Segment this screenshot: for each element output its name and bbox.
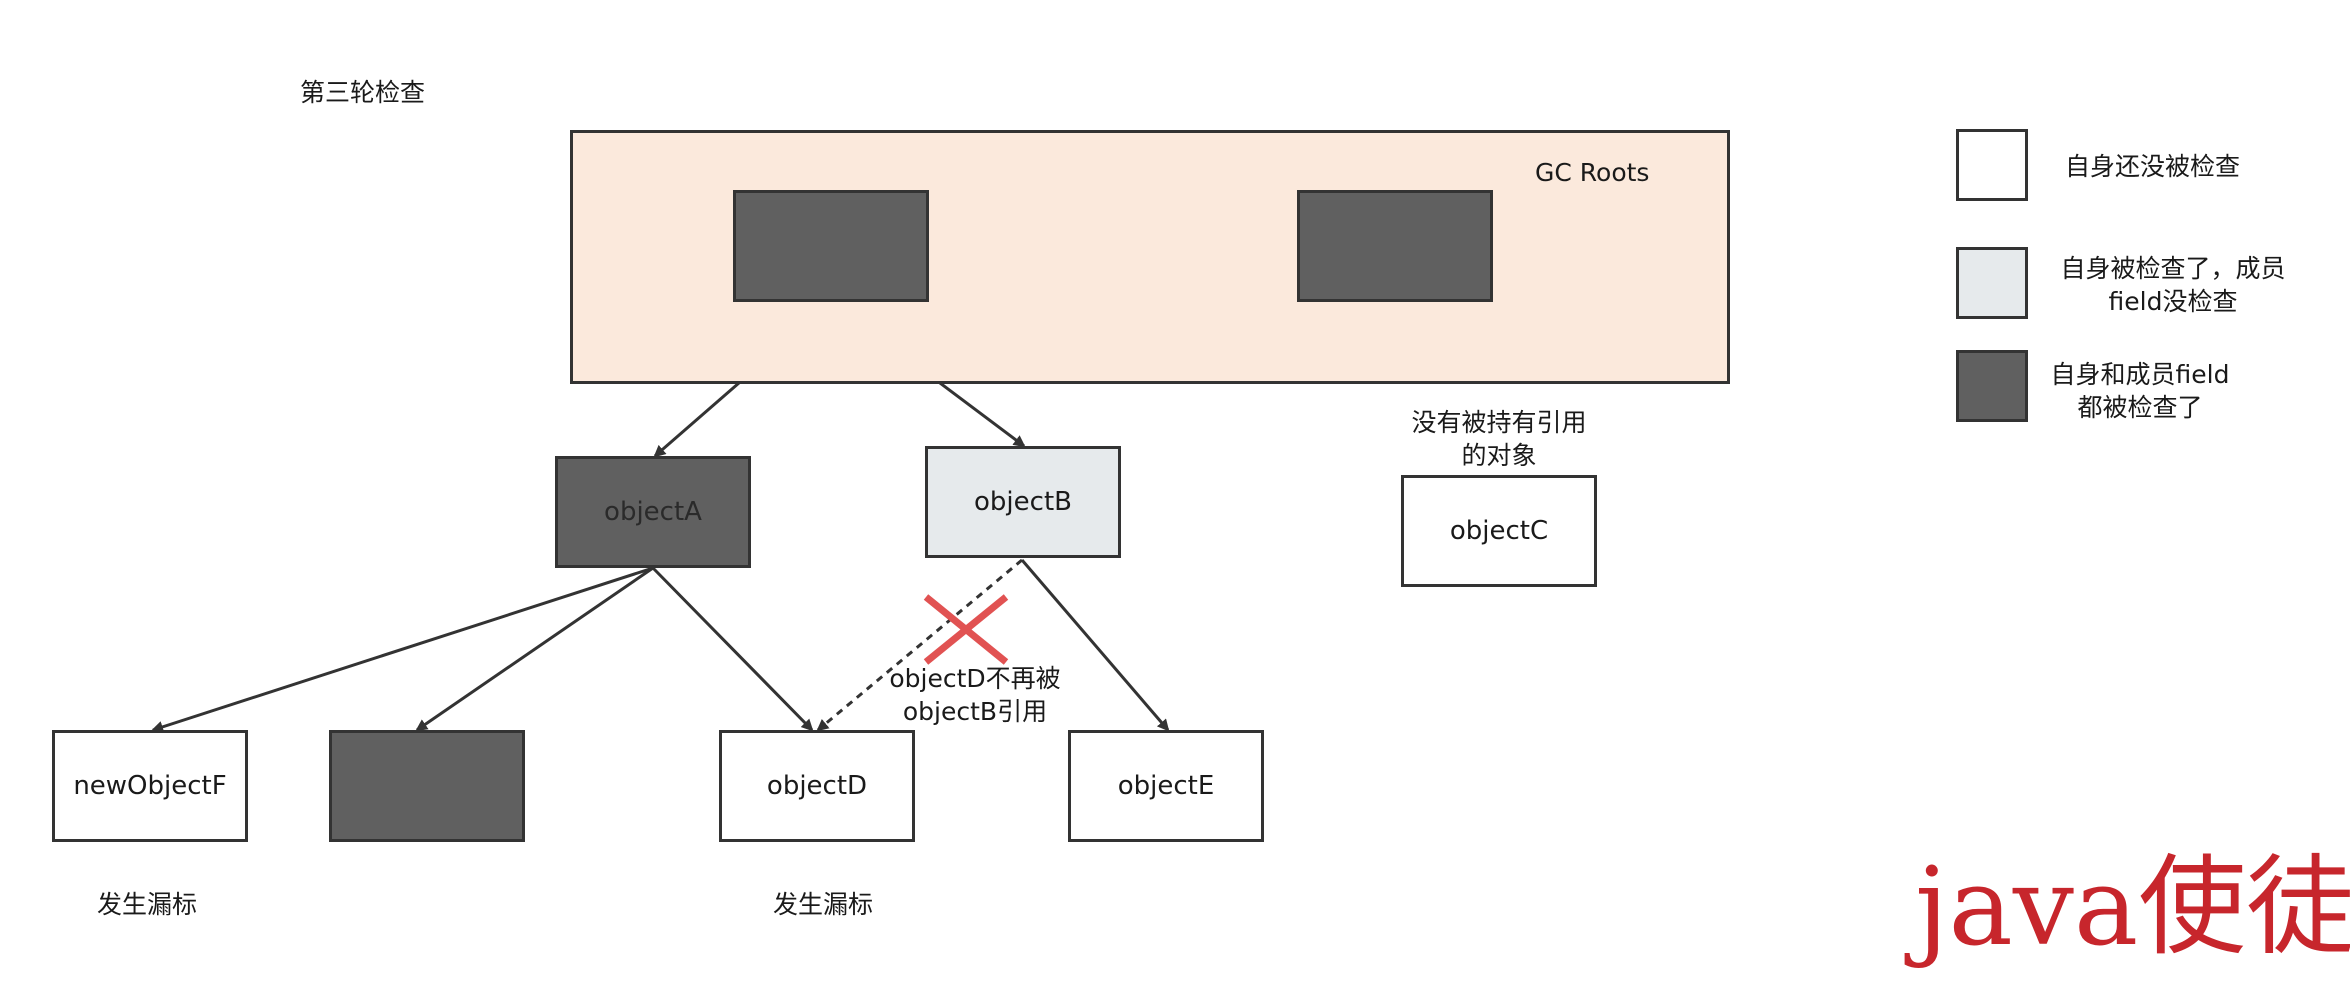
objectD-label: objectD [766, 771, 868, 801]
gc-root-node-1 [733, 190, 929, 302]
legend-unchecked-line-1: 自身还没被检查 [2065, 152, 2241, 181]
legend-self-checked-line-1: 自身被检查了，成员 [2060, 254, 2286, 283]
unreferenced-annotation: 没有被持有引用 的对象 [1398, 406, 1600, 472]
newObjectF-node: newObjectF [52, 730, 248, 842]
objectC-node: objectC [1401, 475, 1597, 587]
edge-objectB-to-objectD-removed [816, 558, 1023, 732]
dark-child-node [329, 730, 525, 842]
missed-mark-label-mid: 发生漏标 [773, 890, 874, 919]
unreferenced-line-2: 的对象 [1461, 441, 1537, 470]
missed-mark-label-left: 发生漏标 [97, 890, 198, 919]
edge-objectA-to-newObjectF [151, 566, 654, 733]
legend-self-checked-line-2: field没检查 [2108, 287, 2238, 316]
objectE-label: objectE [1117, 771, 1215, 801]
newObjectF-label: newObjectF [73, 771, 227, 801]
objectD-node: objectD [719, 730, 915, 842]
removed-reference-annotation: objectD不再被 objectB引用 [880, 662, 1070, 728]
edge-objectA-to-objectD [651, 566, 814, 732]
legend-swatch-unchecked [1956, 129, 2028, 201]
objectA-node: objectA [555, 456, 751, 568]
legend-label-unchecked: 自身还没被检查 [2065, 150, 2240, 183]
edge-objectA-to-dark-node [415, 566, 654, 732]
gc-roots-label: GC Roots [1535, 158, 1650, 187]
legend-all-checked-line-1: 自身和成员field [2050, 360, 2230, 389]
gc-roots-box [570, 130, 1730, 384]
objectA-label: objectA [604, 497, 702, 527]
legend-swatch-all-checked [1956, 350, 2028, 422]
objectE-node: objectE [1068, 730, 1264, 842]
unreferenced-line-1: 没有被持有引用 [1411, 408, 1587, 437]
gc-root-node-2 [1297, 190, 1493, 302]
edge-objectB-to-objectE [1020, 559, 1170, 732]
removed-ref-line-2: objectB引用 [902, 697, 1048, 726]
removed-ref-line-1: objectD不再被 [889, 664, 1061, 693]
diagram-title: 第三轮检查 [300, 78, 426, 107]
watermark-logo-text: java使徒 [1915, 845, 2350, 970]
legend-label-self-checked: 自身被检查了，成员 field没检查 [2048, 252, 2298, 318]
objectB-node: objectB [925, 446, 1121, 558]
objectC-label: objectC [1449, 516, 1549, 546]
legend-all-checked-line-2: 都被检查了 [2077, 393, 2203, 422]
legend-swatch-self-checked [1956, 247, 2028, 319]
legend-label-all-checked: 自身和成员field 都被检查了 [2040, 358, 2240, 424]
cross-mark-line-2 [923, 594, 1009, 665]
objectB-label: objectB [974, 487, 1072, 517]
